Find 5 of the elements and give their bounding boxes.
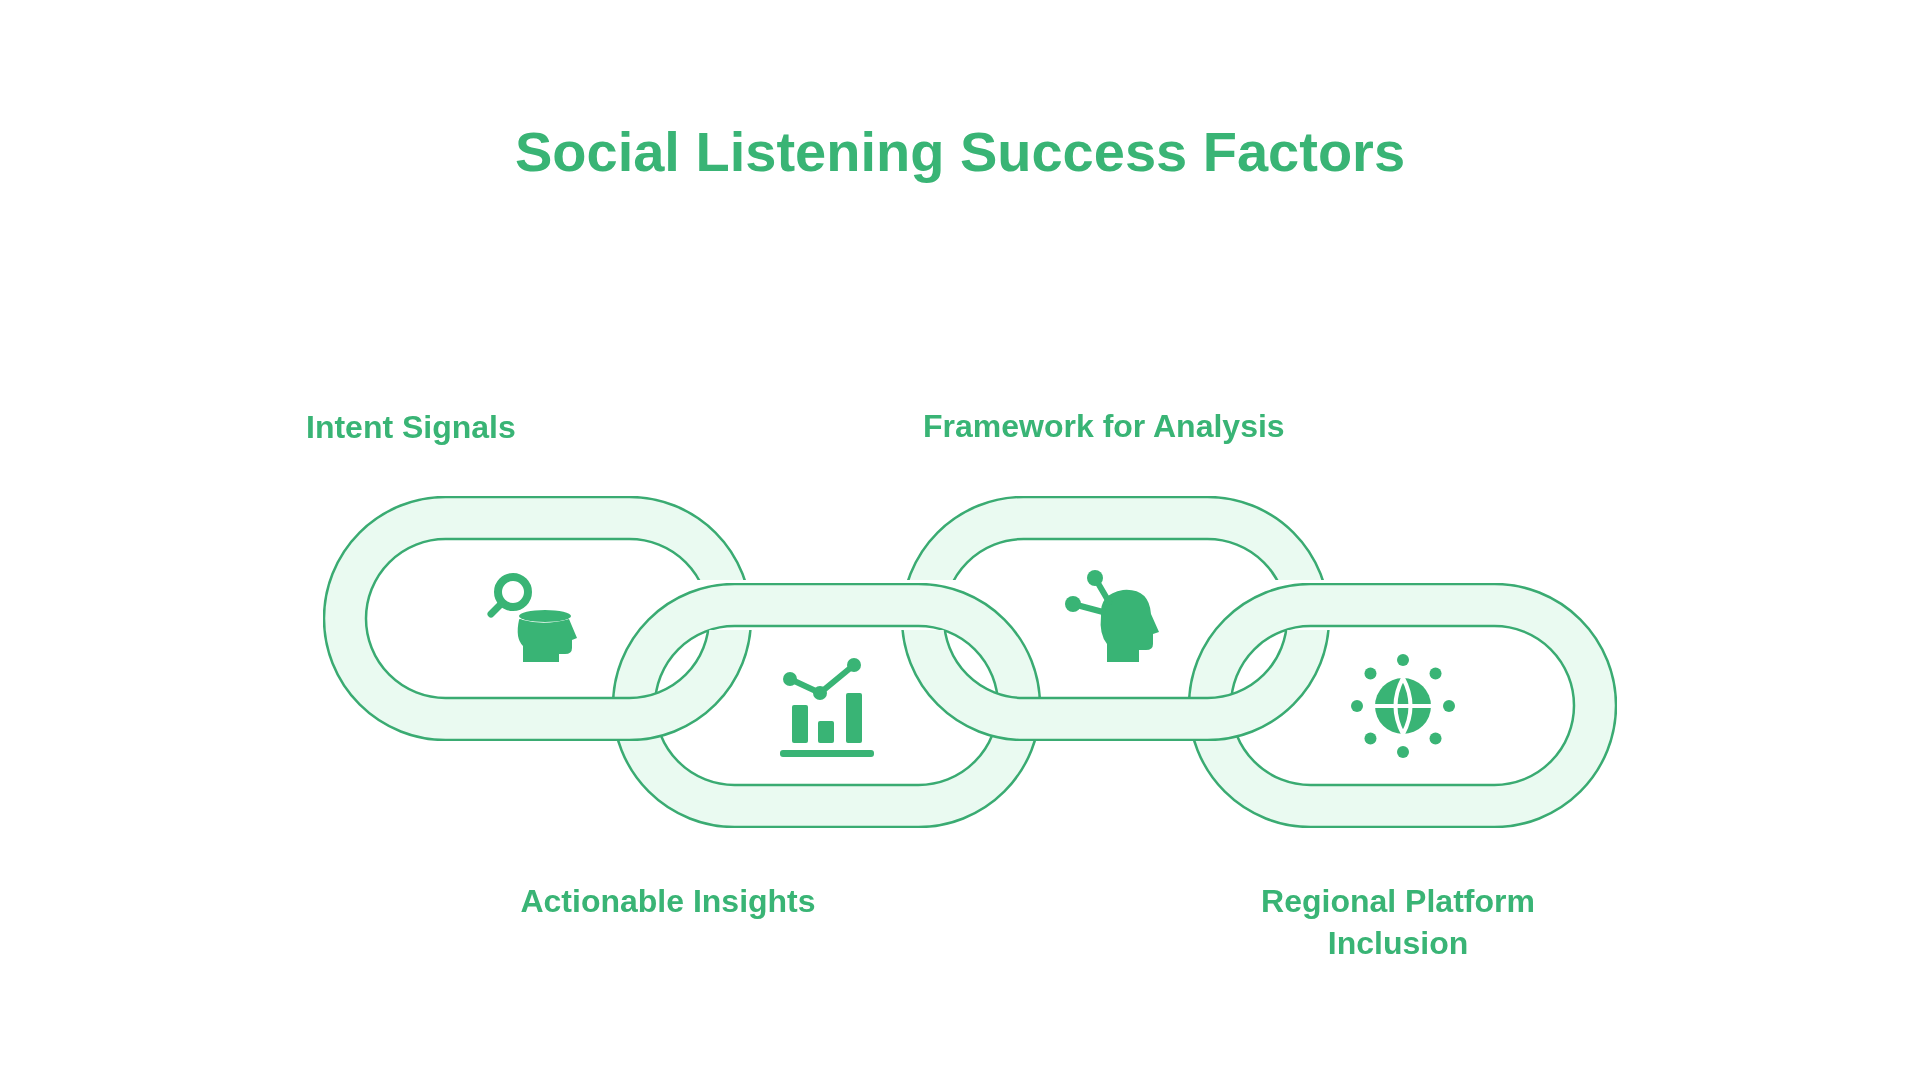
link-label: Framework for Analysis <box>923 407 1286 446</box>
title: Social Listening Success Factors <box>514 119 1406 185</box>
link-label: Actionable Insights <box>519 882 817 921</box>
link-label: Intent Signals <box>306 408 517 447</box>
link-label: Regional Platform Inclusion <box>1260 882 1536 963</box>
